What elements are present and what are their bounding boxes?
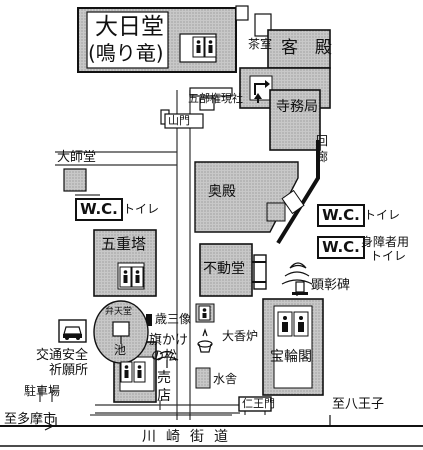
- gojunoto-label: 五重塔: [101, 235, 147, 253]
- kairo-label: 回 廊: [316, 134, 329, 164]
- niomon-gate: [238, 396, 272, 412]
- kyakuden-label: 客 殿: [281, 38, 332, 58]
- road-to-tama-label: 至多摩市: [4, 412, 57, 427]
- dainichido-label: 大日堂: [95, 14, 164, 40]
- jimukyoku-label: 寺務局: [276, 99, 318, 115]
- road-to-hachioji-label: 至八王子: [332, 397, 385, 412]
- hatakake-pine-icon: [155, 350, 179, 368]
- hatakake-label-2: の松: [151, 349, 178, 364]
- pond-label: 池: [114, 343, 127, 357]
- toilet-label: トイレ: [364, 208, 401, 222]
- sanmon-label: 山門: [168, 114, 190, 127]
- bentendo-label: 弁天堂: [105, 307, 133, 317]
- fudodo-label: 不動堂: [203, 261, 245, 277]
- kairo-corridor: [276, 140, 320, 245]
- gobugongen-label: 五部権現社: [188, 92, 243, 105]
- arrow-icon: [44, 421, 55, 431]
- car-icon: [58, 319, 87, 343]
- kigansho-label: 祈願所: [49, 363, 89, 378]
- gobugongen-shrine: [160, 87, 233, 129]
- kawasaki-kaido-label: 川崎街道: [142, 429, 238, 445]
- parking-label: 駐車場: [24, 384, 61, 398]
- wc-sign-accessible: W.C.: [317, 236, 365, 259]
- wc-sign: W.C.: [75, 198, 123, 221]
- dainichido-sublabel: (鳴り竜): [88, 41, 164, 65]
- wc-sign: W.C.: [317, 204, 365, 227]
- toilet-label: トイレ: [123, 202, 160, 216]
- daishido-label: 大師堂: [57, 150, 97, 165]
- accessible-toilet-label-2: トイレ: [370, 249, 407, 263]
- kenshohi-label: 顕彰碑: [311, 278, 351, 293]
- chashitsu-label: 茶室: [248, 37, 273, 51]
- baiten-label: 売 店: [157, 370, 171, 404]
- jimukyoku-building: [269, 89, 321, 151]
- hatakake-label: 旗かけ: [149, 333, 189, 348]
- kenshohi-monument-icon: [292, 281, 308, 295]
- hourinkaku-building: [262, 298, 324, 396]
- mizuya-label: 水舎: [213, 372, 238, 386]
- mizuya-building: [195, 367, 211, 389]
- saizo-label: 歳三像: [155, 312, 192, 326]
- chashitsu-building: [235, 5, 272, 37]
- niomon-label: 仁王門: [242, 397, 275, 410]
- daishido-building: [63, 168, 87, 192]
- daikoro-label: 大香炉: [222, 329, 259, 343]
- fudodo-building: [199, 243, 267, 297]
- toilet-figure-icons: [123, 40, 304, 378]
- okuden-annex: [266, 189, 305, 222]
- incense-burner-icon: [197, 328, 213, 353]
- hourinkaku-label: 宝輪閣: [270, 349, 312, 365]
- saizo-statue-icon: [146, 314, 152, 326]
- benten-pond: [93, 300, 149, 364]
- road-lines: [0, 414, 423, 447]
- okuden-label: 奥殿: [208, 184, 236, 200]
- accessible-toilet-label: 身障者用: [361, 235, 410, 249]
- kotsu-label: 交通安全: [36, 348, 89, 363]
